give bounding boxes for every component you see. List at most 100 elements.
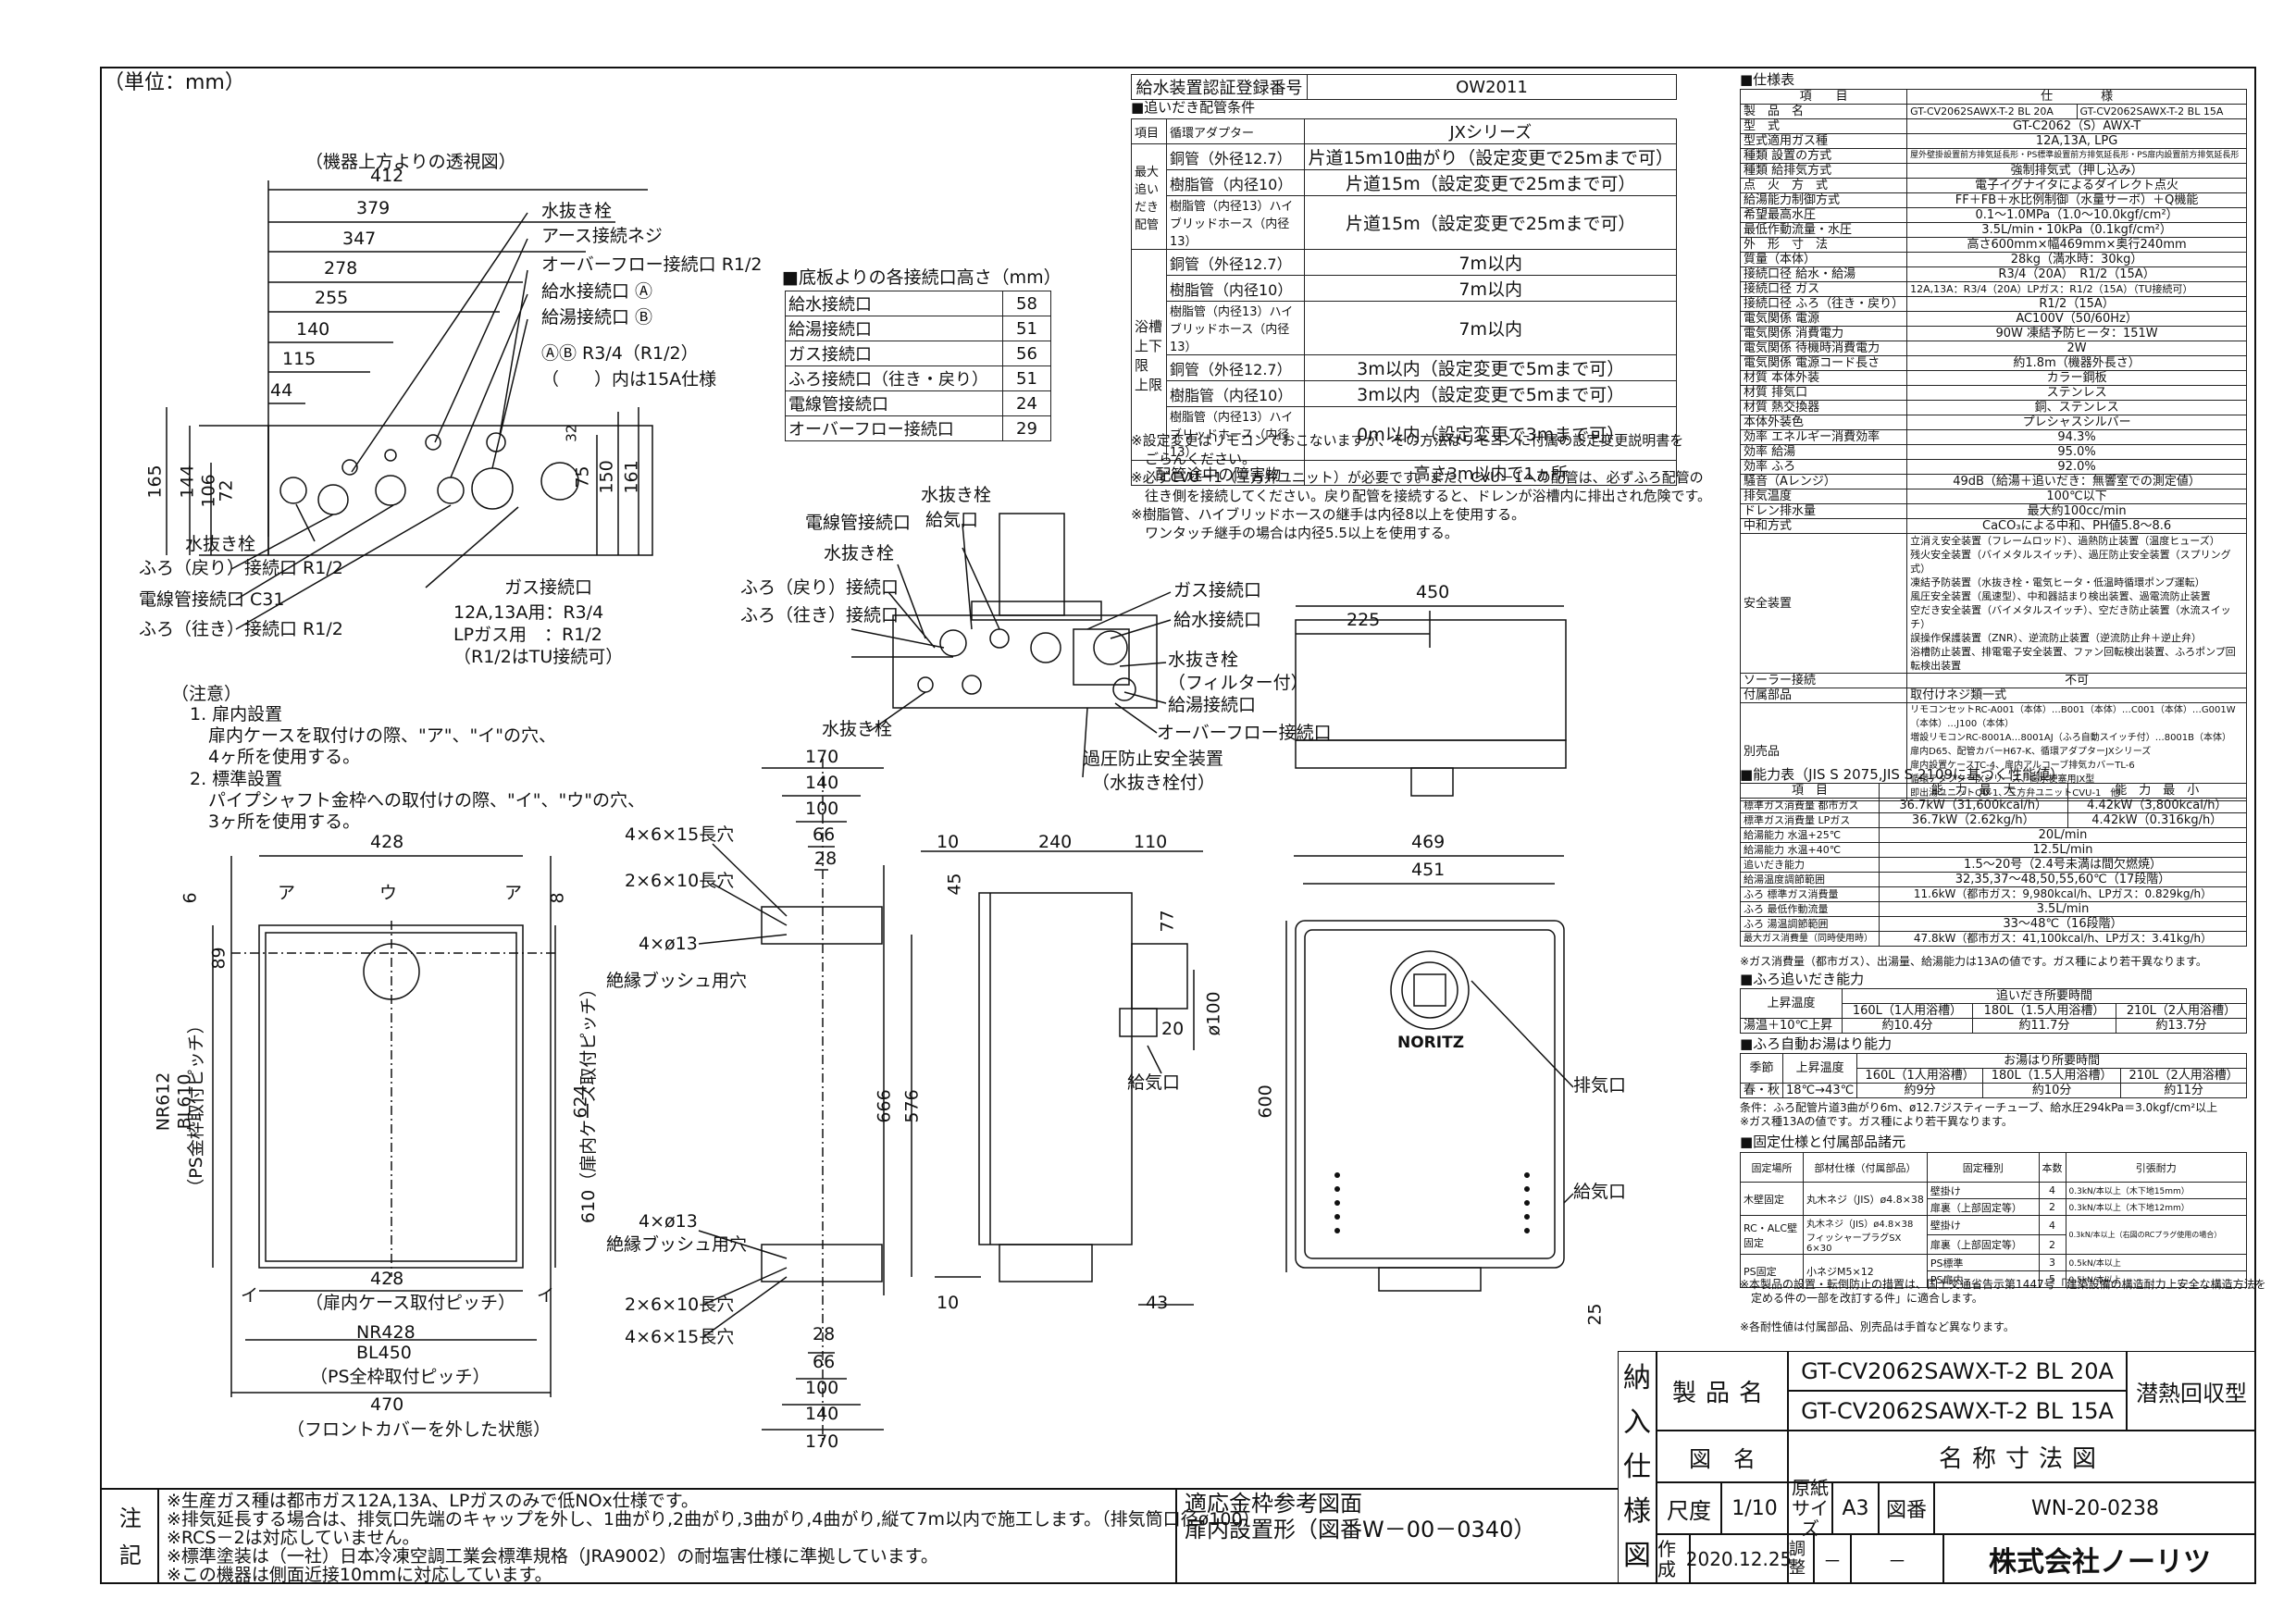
oidaki-pipe: 樹脂管（内径13）ハイブリッドホース（内径13） [1165,406,1306,461]
fixing-title: ■固定仕様と付属部品諸元 [1740,1134,1906,1150]
multiline-part: 立消え安全装置（フレームロッド）、過熱防止装置（温度ヒューズ） [1910,535,2220,547]
notes-divider [100,1488,1618,1490]
label-bath-return: ふろ（戻り）接続口 R1/2 [139,558,343,578]
oidaki-pipe: 銅管（外径12.7） [1165,143,1306,170]
auto-fill-note: ※ガス種13Aの値です。ガス種により若干異なります。 [1740,1115,2013,1128]
dim-44: 44 [270,380,293,401]
oidaki-note: 往き側を接続してください。戻り配管を接続すると、ドレンが浴槽内に排出され危険です… [1131,488,1712,504]
spec-row-value: カラー鋼板 [1906,370,2247,386]
fix-count: 5 [2038,1270,2066,1288]
fix-h: 本数 [2038,1152,2066,1183]
spec-row-label: 付属部品 [1739,688,1908,703]
label-gas-12a: 12A,13A用：R3/4 [453,602,604,623]
spec-row-value: GT-C2062（S）AWX-T [1906,118,2247,134]
front-dim-451: 451 [1411,860,1446,880]
bracket-dim-66b: 66 [813,1352,836,1372]
front-label-gas: ガス接続口 [1173,580,1262,601]
tb-type: 潜熱回収型 [2127,1351,2256,1431]
fix-strength: 0.3kN/本以上（右図のRCプラグ使用の場合） [2065,1215,2248,1255]
spec-row-label: 給湯能力制御方式 [1739,192,1908,208]
row-label: 電線管接続口 [785,390,1003,416]
row-label: 給水接続口 [785,291,1003,316]
bracket-label-slot-15b: 4×6×15長穴 [625,1327,735,1347]
multiline-part: 扉内D65、配管カバーH67-K、循環アダプターJXシリーズ [1910,747,2152,757]
fix-type: 扉裏（上部固定等） [1926,1198,2040,1216]
front-label-drain-4: 水抜き栓 [822,719,893,739]
note-line: 2. 標準設置 [190,769,283,789]
multiline-part: 浴槽防止装置、排電電子安全装置、ファン回転検出装置、ふろポンプ回転検出装置 [1910,646,2236,672]
dim-255: 255 [315,288,349,308]
cap-row-value: 3.5L/min [1879,901,2247,917]
note-line: 1. 扉内設置 [190,704,283,725]
spec-row-label: 効率 給湯 [1739,444,1908,460]
fix-h: 部材仕様（付属部品） [1803,1152,1928,1183]
side-dim-43: 43 [1146,1293,1169,1313]
spec-row-value: 92.0% [1906,459,2247,475]
tb-drawing-name: 名称寸法図 [1788,1431,2256,1482]
notes-divider-v [157,1488,159,1584]
spec-row-value: R1/2（15A） [1906,296,2247,312]
front-label-bath-supply: ふろ（往き）接続口 [740,605,900,626]
bottom-heights-title: ■底板よりの各接続口高さ（mm） [782,267,1061,288]
bracket-label-slot-10: 2×6×10長穴 [625,871,735,891]
note-line: 扉内ケースを取付けの際、"ア"、"イ"の穴、 [208,725,557,746]
fixing-note: ※本製品の設置・転倒防止の措置は、国土交通省告示第1447号「建築設備の構造耐力… [1740,1278,2266,1291]
spec-row-label: 質量（本体） [1739,252,1908,267]
ot-val: 約10.4分 [1842,1018,1973,1034]
multiline-part: 誤操作保護装置（ZNR）、逆流防止装置（逆流防止弁＋逆止弁） [1910,632,2203,644]
case-dim-428: 428 [370,832,404,852]
bracket-dim-140: 140 [805,773,839,793]
case-dim-cover-note: （フロントカバーを外した状態） [287,1419,552,1440]
ot-col: 180L（1.5人用浴槽） [1972,1003,2116,1019]
af-temp: 18℃→43℃ [1782,1083,1858,1098]
bracket-label-slot-15: 4×6×15長穴 [625,824,735,845]
multiline-part: 循環アダプターJXシリーズ、高水梗塞用JX型 [1910,774,2095,785]
oidaki-val: 片道15m（設定変更で25mまで可） [1304,169,1677,196]
tb-side-label: 納 入 仕 様 図 [1618,1351,1657,1584]
fix-type: 壁掛け [1926,1182,2040,1199]
multiline-part: 扉内設置ケースTC-4、扉内アルコーブ排気カバーTL-6 [1910,761,2135,771]
case-dim-ps-pitch-2: （PS全枠取付ピッチ） [310,1367,490,1387]
spec-row-value: 28kg（満水時：30kg） [1906,252,2247,267]
bottom-note: ※生産ガス種は都市ガス12A,13A、LPガスのみで低NOx仕様です。 [167,1491,699,1511]
dim-115: 115 [282,349,316,369]
dim-225: 225 [1347,610,1381,630]
auto-fill-note: 条件：ふろ配管片道3曲がり6m、ø12.7ジスティーチューブ、給水圧294kPa… [1740,1101,2218,1114]
tb-product-20a: GT-CV2062SAWX-T-2 BL 20A [1788,1351,2127,1391]
cap-row-label: ふろ 標準ガス消費量 [1740,886,1880,902]
spec-row-value: 電子イグナイタによるダイレクト点火 [1906,178,2247,193]
dim-347: 347 [342,229,377,249]
case-mark-i-2: イ [537,1285,555,1306]
case-mark-u: ウ [379,883,398,903]
label-overflow: オーバーフロー接続口 R1/2 [541,254,763,275]
tb-side-char: 様 [1623,1495,1651,1528]
auto-fill-title: ■ふろ自動お湯はり能力 [1740,1035,1893,1052]
bracket-label-hole-2: 4×ø13 [639,1211,698,1232]
fix-type: 壁掛け [1926,1215,2040,1235]
fix-place: 木壁固定 [1740,1182,1804,1216]
oidaki-pipe: 銅管（外径12.7） [1165,249,1306,276]
cap-row-min: 4.42kW（3,800kcal/h） [2066,798,2248,813]
case-mark-a: ア [278,883,296,903]
cap-row-value: 20L/min [1879,827,2247,843]
ot-col: 160L（1人用浴槽） [1842,1003,1973,1019]
oidaki-pipe: 樹脂管（内径10） [1165,380,1306,407]
spec-row-label: 本体外装色 [1739,415,1908,430]
side-dim-10: 10 [937,832,960,852]
ref-value: 扉内設置形（図番W－00－0340） [1185,1517,1536,1542]
case-dim-nr428: NR428 [356,1322,416,1343]
spec-row-label: 材質 本体外装 [1739,370,1908,386]
tb-side-char: 図 [1623,1540,1651,1572]
oidaki-val: 片道15m（設定変更で25mまで可） [1304,195,1677,250]
spec-row-label: 効率 ふろ [1739,459,1908,475]
fix-part: 丸木ネジ（JIS）ø4.8×38 [1803,1182,1928,1216]
spec-row-label: 点 火 方 式 [1739,178,1908,193]
spec-row-value: AC100V（50/60Hz） [1906,311,2247,327]
spec-row-label: 種類 設置の方式 [1739,148,1908,164]
cap-row-label: 給湯能力 水温+40℃ [1740,842,1880,858]
